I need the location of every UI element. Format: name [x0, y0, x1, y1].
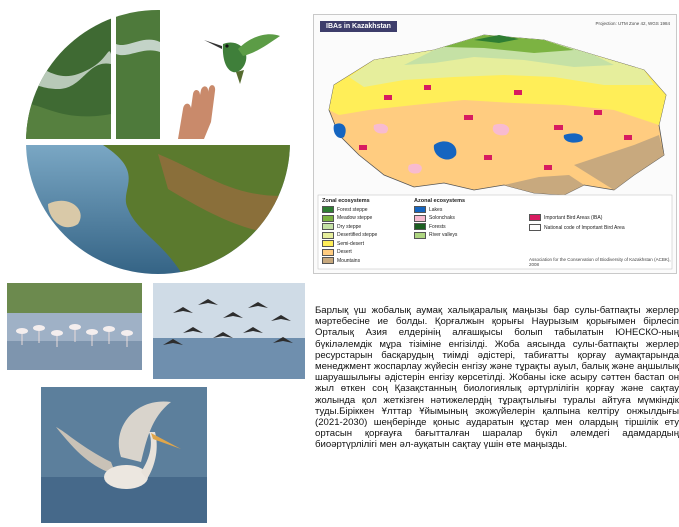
- map-source-note: Association for the Conservation of Biod…: [529, 257, 671, 267]
- legend-swatch: [414, 206, 426, 213]
- legend-label: Desert: [337, 249, 352, 255]
- legend-label: Forests: [429, 223, 446, 230]
- map-title: IBAs in Kazakhstan: [320, 21, 397, 32]
- legend-swatch: [322, 214, 334, 222]
- legend-swatch: [322, 240, 334, 247]
- iba-legend-item: Important Bird Areas (IBA): [529, 214, 602, 221]
- legend-swatch: [414, 231, 426, 239]
- zonal-legend-item: Mountains: [322, 257, 360, 264]
- legend-label: River valleys: [429, 232, 458, 238]
- kazakhstan-map-drawing: [314, 15, 676, 273]
- ecosystem-collage-image: [8, 4, 308, 276]
- legend-label: Forest steppe: [337, 206, 368, 213]
- article-paragraph: Барлық үш жобалық аумақ халықаралық маңы…: [315, 305, 679, 451]
- legend-label: Important Bird Areas (IBA): [544, 214, 603, 221]
- zonal-legend-item: Semi-desert: [322, 240, 364, 247]
- pelican-photo: [41, 387, 207, 523]
- legend-label: Mountains: [337, 257, 361, 264]
- zonal-legend-title: Zonal ecosystems: [322, 198, 370, 204]
- map-projection-note: Projection: UTM Zone 42, WGS 1984: [595, 21, 670, 26]
- zonal-legend-item: Forest steppe: [322, 206, 368, 213]
- legend-label: Solonchaks: [429, 215, 455, 221]
- legend-label: Desertified steppe: [337, 232, 378, 238]
- legend-swatch: [322, 231, 334, 239]
- zonal-legend-item: Desert: [322, 248, 352, 256]
- legend-label: Dry steppe: [337, 223, 362, 230]
- iba-legend-item: National code of Important Bird Area: [529, 224, 625, 231]
- azonal-legend-item: River valleys: [414, 231, 458, 239]
- legend-label: Meadow steppe: [337, 215, 373, 221]
- legend-swatch: [322, 206, 334, 213]
- collage-illustration: [26, 10, 290, 274]
- azonal-legend-item: Forests: [414, 223, 446, 230]
- flying-birds-photo: [153, 283, 305, 379]
- azonal-legend-item: Lakes: [414, 206, 442, 213]
- zonal-legend-item: Meadow steppe: [322, 214, 373, 222]
- iba-kazakhstan-map: IBAs in Kazakhstan Projection: UTM Zone …: [313, 14, 677, 274]
- legend-swatch: [414, 214, 426, 222]
- legend-label: National code of Important Bird Area: [544, 224, 625, 231]
- zonal-legend-item: Desertified steppe: [322, 231, 378, 239]
- legend-label: Semi-desert: [337, 240, 364, 247]
- azonal-legend-item: Solonchaks: [414, 214, 455, 222]
- legend-swatch: [322, 257, 334, 264]
- legend-swatch: [529, 214, 541, 221]
- azonal-legend-title: Azonal ecosystems: [414, 198, 466, 204]
- flamingo-photo: [7, 283, 142, 370]
- legend-swatch: [322, 223, 334, 230]
- legend-swatch: [529, 224, 541, 231]
- legend-swatch: [414, 223, 426, 230]
- legend-label: Lakes: [429, 206, 443, 213]
- zonal-legend-item: Dry steppe: [322, 223, 361, 230]
- legend-swatch: [322, 248, 334, 256]
